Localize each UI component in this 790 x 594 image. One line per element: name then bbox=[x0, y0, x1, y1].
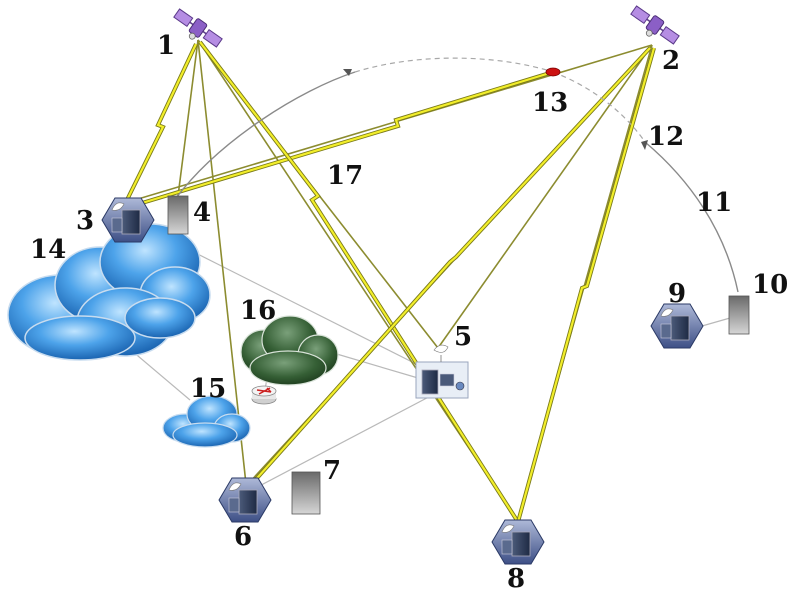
cloud-15-icon bbox=[162, 395, 251, 448]
satellite-1-icon bbox=[173, 8, 223, 48]
wired-link-10-9 bbox=[701, 317, 731, 327]
label-15: 15 bbox=[190, 374, 227, 404]
station-5-icon bbox=[415, 344, 469, 399]
tower-10-icon bbox=[728, 295, 750, 335]
wired-link-5-6 bbox=[247, 389, 443, 493]
trajectory-arc-left bbox=[175, 71, 356, 199]
wireless-link-2-8 bbox=[516, 47, 656, 523]
trajectory-arrow-left bbox=[343, 69, 352, 76]
sat-link-2-3 bbox=[117, 44, 653, 206]
label-16: 16 bbox=[240, 296, 277, 326]
trajectory-arc-end bbox=[644, 141, 739, 293]
label-17: 17 bbox=[327, 161, 364, 191]
station-6-icon bbox=[218, 477, 272, 523]
label-11: 11 bbox=[696, 188, 733, 218]
router-icon bbox=[251, 385, 277, 405]
sat-link-2-5 bbox=[437, 44, 653, 349]
label-2: 2 bbox=[662, 46, 681, 76]
cloud-16-icon bbox=[240, 315, 339, 386]
station-9-icon bbox=[650, 303, 704, 349]
wired-link-16-5 bbox=[329, 351, 419, 379]
label-7: 7 bbox=[323, 456, 342, 486]
label-3: 3 bbox=[76, 206, 95, 236]
label-5: 5 bbox=[454, 322, 473, 352]
label-10: 10 bbox=[752, 270, 789, 300]
station-8-icon bbox=[491, 519, 545, 565]
cloud-14-icon bbox=[7, 223, 211, 361]
trajectory-arc-top bbox=[354, 57, 554, 73]
label-4: 4 bbox=[193, 198, 212, 228]
label-1: 1 bbox=[157, 31, 176, 61]
wired-links bbox=[124, 224, 731, 493]
label-6: 6 bbox=[234, 522, 253, 552]
label-13: 13 bbox=[532, 88, 569, 118]
station-3-icon bbox=[101, 197, 155, 243]
wireless-links bbox=[123, 40, 656, 524]
wireless-link-2-6 bbox=[248, 46, 652, 488]
tower-7-icon bbox=[291, 471, 321, 515]
wireless-link-17 bbox=[198, 40, 520, 524]
flight-trajectory bbox=[175, 57, 739, 293]
label-8: 8 bbox=[507, 564, 526, 594]
label-12: 12 bbox=[648, 122, 685, 152]
trajectory-arc-right bbox=[552, 71, 646, 143]
label-9: 9 bbox=[668, 279, 687, 309]
wireless-link-1-3 bbox=[123, 43, 198, 205]
satellite-2-icon bbox=[630, 5, 680, 45]
label-14: 14 bbox=[30, 235, 67, 265]
sat-link-1-4 bbox=[177, 39, 199, 197]
trajectory-arrow-right bbox=[641, 140, 648, 150]
sat-link-1-6 bbox=[197, 39, 247, 485]
wireless-link-13-3 bbox=[131, 70, 554, 208]
aircraft-marker-icon bbox=[545, 67, 561, 77]
tower-4-icon bbox=[167, 195, 189, 235]
